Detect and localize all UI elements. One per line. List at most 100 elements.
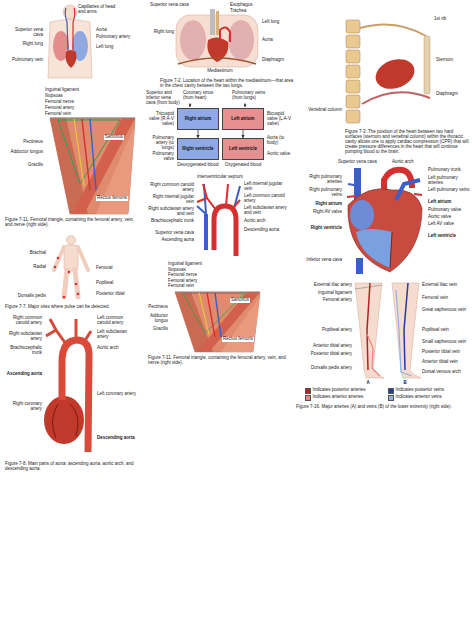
part-label: Pulmonary veins (from lungs) — [232, 91, 272, 101]
part-label: Femoral nerve — [45, 100, 105, 105]
circulation-figure — [65, 8, 68, 50]
part-label: Left subclavian artery and vein — [244, 206, 290, 216]
aorta-figure — [44, 396, 84, 444]
figure-caption: Figure 7-11. Femoral triangle, containin… — [5, 218, 140, 228]
thorax-section-figure — [346, 65, 360, 78]
part-label: Left subclavian artery — [97, 330, 137, 340]
part-label: Trachea — [230, 9, 270, 14]
part-label: Coronary sinus (from heart) — [183, 91, 215, 101]
part-label: Left common carotid artery — [244, 194, 290, 204]
part-label: Pulmonary trunk — [428, 168, 470, 173]
great-vessels-figure — [197, 198, 207, 202]
part-label: 1st rib — [434, 17, 470, 22]
part-label: Sternum — [436, 58, 470, 63]
femoral-triangle-figure — [90, 119, 96, 190]
great-vessels-figure — [214, 206, 236, 256]
femoral-triangle-figure — [82, 119, 90, 190]
part-label: Femoral artery — [168, 279, 228, 284]
pulse-sites-figure — [67, 236, 76, 245]
part-label: Femoral vein — [45, 112, 105, 117]
mediastinum-figure — [180, 20, 206, 60]
part-label: Radial — [5, 265, 46, 270]
heart-figure — [390, 232, 392, 268]
chamber-box: Left atrium — [222, 108, 264, 130]
great-vessels-figure — [197, 184, 240, 256]
part-label: Aortic valve — [428, 215, 470, 220]
thorax-section-figure — [346, 110, 360, 123]
part-label: Dorsalis pedis artery — [296, 366, 352, 371]
part-label: Brachiocephalic trunk — [2, 346, 42, 356]
part-label: Posterior tibial artery — [296, 352, 352, 357]
part-label: Small saphenous vein — [422, 340, 470, 345]
figure-caption: Figure 7-11. Femoral triangle, containin… — [148, 356, 288, 366]
part-label: Anterior tibial artery — [296, 344, 352, 349]
part-label: Iliopsoas — [45, 94, 105, 99]
femoral-triangle-figure — [72, 118, 135, 214]
part-label: Mediastinum — [200, 69, 240, 74]
part-label: Ascending aorta — [2, 372, 42, 377]
part-label: Pulmonary artery (to lungs) — [146, 136, 174, 151]
heart-figure — [347, 168, 422, 274]
part-label: Descending aorta — [244, 228, 290, 233]
heart-figure — [350, 200, 374, 230]
legend-text: Indicates anterior veins — [396, 395, 442, 400]
great-vessels-figure — [233, 186, 240, 212]
part-label: Right subclavian artery and vein — [148, 207, 194, 217]
part-label: Right internal jugular vein — [148, 195, 194, 205]
part-label: Superior vena cava — [148, 231, 194, 236]
femoral-triangle-figure — [50, 118, 135, 119]
figure-caption: Figure 7-2. Location of the heart within… — [160, 79, 295, 89]
part-label: Pectineus — [140, 305, 168, 310]
pulse-sites-figure — [75, 283, 78, 286]
part-label: Oxygenated blood — [222, 163, 264, 168]
mediastinum-figure — [210, 9, 215, 35]
lower-limb-vessels-figure — [392, 283, 421, 378]
flow-arrows — [190, 103, 245, 107]
part-label: Popliteal vein — [422, 328, 470, 333]
figure-caption: Figure 7-3. The position of the heart be… — [345, 130, 470, 155]
thorax-section-figure — [346, 95, 360, 108]
part-label: Pulmonary artery — [96, 35, 136, 40]
chamber-name: Right atrium — [185, 117, 212, 122]
great-vessels-figure — [226, 184, 228, 206]
part-label: Superior and inferior vena cava (from bo… — [146, 91, 180, 106]
legend-entry: Indicates anterior arteries — [305, 395, 363, 401]
mediastinum-figure — [228, 20, 254, 60]
part-label: Gracilis — [5, 163, 43, 168]
lower-limb-vessels-figure — [355, 283, 421, 378]
part-label: Aortic arch — [97, 346, 137, 351]
circulation-figure — [48, 20, 92, 79]
part-label: Femoral nerve — [168, 273, 228, 278]
part-label: Posterior tibial vein — [422, 350, 470, 355]
part-label: Posterior tibial — [96, 292, 136, 297]
part-label: Superior vena cava — [5, 28, 43, 38]
chamber-name: Left ventricle — [229, 147, 257, 152]
part-label: Aorta — [262, 38, 298, 43]
part-label: Sartorius — [104, 135, 124, 140]
pulse-sites-figure — [68, 271, 71, 274]
pulse-sites-figure — [54, 247, 88, 270]
heart-figure — [348, 184, 360, 186]
lower-limb-vessels-figure — [355, 283, 384, 378]
lower-limb-vessels-figure — [367, 283, 370, 370]
mediastinum-figure — [176, 9, 258, 67]
part-label: Superior vena cava — [150, 3, 202, 8]
part-label: Sartorius — [230, 298, 250, 303]
part-label: Dorsalis pedis — [5, 294, 46, 299]
part-label: Femoral artery — [296, 298, 352, 303]
great-vessels-figure — [197, 206, 206, 214]
flow-arrow — [198, 130, 199, 138]
legend-text: Indicates anterior arteries — [313, 395, 364, 400]
pulse-sites-figure — [64, 245, 78, 271]
legend-text: Indicates posterior veins — [396, 388, 445, 393]
flow-arrows — [190, 103, 191, 107]
circulation-figure — [48, 5, 92, 78]
pulse-sites-figure — [54, 236, 88, 299]
thorax-section-figure — [360, 24, 426, 36]
part-label: Right AV valve — [300, 210, 342, 215]
thorax-section-figure — [424, 36, 430, 94]
circulation-figure — [66, 50, 77, 68]
part-label: Gracilis — [140, 327, 168, 332]
part-label: Aortic arch — [392, 160, 428, 165]
part-label: Pectineus — [5, 140, 43, 145]
